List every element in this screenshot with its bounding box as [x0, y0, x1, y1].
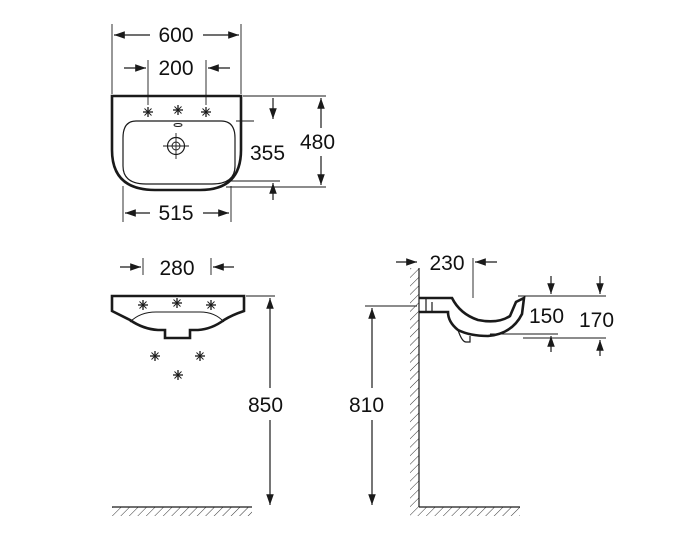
- dim-rim-height: 850: [248, 394, 283, 417]
- top-view: 600 200 355 480 515: [110, 24, 335, 225]
- dim-bowl-width: 515: [158, 202, 193, 225]
- side-view: 230 150 170 810: [349, 252, 614, 516]
- wall-hatch: [410, 268, 419, 507]
- dim-bowl-depth: 355: [250, 142, 285, 165]
- overflow-icon: [173, 123, 183, 127]
- dim-projection-drain: 230: [429, 252, 464, 275]
- basin-side-outline: [419, 295, 526, 338]
- dim-depth-total: 480: [300, 131, 335, 154]
- basin-top-outline: [110, 94, 243, 192]
- dim-basin-height: 170: [579, 309, 614, 332]
- basin-bowl-outline: [122, 120, 236, 185]
- tap-hole-icon: [142, 106, 154, 118]
- dim-tap-height-spacing: 280: [159, 257, 194, 280]
- front-view: 280 850: [110, 257, 283, 516]
- basin-front-outline: [110, 294, 246, 340]
- tap-hole-icon: [200, 106, 212, 118]
- dim-width-top: 600: [158, 24, 193, 47]
- tap-hole-icon: [172, 104, 184, 116]
- dim-tap-spacing: 200: [158, 57, 193, 80]
- dim-bowl-inner-depth: 150: [529, 305, 564, 328]
- floor-hatch: [112, 507, 252, 516]
- dim-drain-height: 810: [349, 394, 384, 417]
